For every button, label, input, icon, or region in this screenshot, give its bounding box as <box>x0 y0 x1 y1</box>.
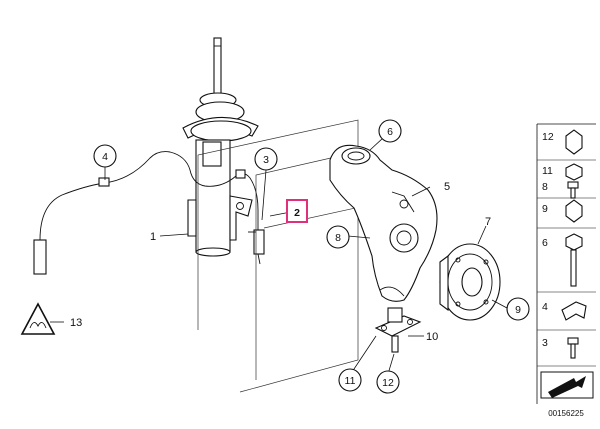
bolt-icon <box>570 187 576 199</box>
next-page-arrow[interactable] <box>540 371 594 399</box>
callout-4[interactable]: 4 <box>93 144 117 168</box>
nut-icon <box>565 163 583 181</box>
callout-4-label: 4 <box>102 151 108 163</box>
callout-1[interactable]: 1 <box>150 231 156 243</box>
callout-3-label: 3 <box>263 154 269 166</box>
sensor-cable-part[interactable] <box>33 151 265 275</box>
fastener-side-panel: 12 11 8 9 6 4 3 <box>536 123 596 404</box>
callout-9[interactable]: 9 <box>506 297 530 321</box>
side-item-6-label: 6 <box>542 237 548 249</box>
callout-2-highlighted[interactable]: 2 <box>286 199 308 223</box>
arrow-icon <box>548 376 586 398</box>
side-item-4-label: 4 <box>542 301 548 313</box>
callout-10[interactable]: 10 <box>426 331 438 343</box>
side-item-8[interactable]: 8 <box>542 181 579 199</box>
callout-11-label: 11 <box>345 375 356 387</box>
side-item-11[interactable]: 11 <box>542 163 583 181</box>
shock-absorber-part[interactable] <box>182 37 259 257</box>
callout-11[interactable]: 11 <box>338 368 362 392</box>
side-item-6[interactable]: 6 <box>542 233 583 287</box>
callout-7[interactable]: 7 <box>485 216 491 228</box>
long-bolt-icon <box>570 249 577 287</box>
ball-joint-part[interactable] <box>374 307 422 353</box>
side-item-12-label: 12 <box>542 131 554 143</box>
wheel-hub-part[interactable] <box>439 243 501 321</box>
callout-5-label: 5 <box>444 181 450 193</box>
callout-12-label: 12 <box>382 377 394 389</box>
side-item-12[interactable]: 12 <box>542 129 583 155</box>
warning-triangle-icon <box>20 302 56 335</box>
side-item-4[interactable]: 4 <box>542 301 587 321</box>
callout-13-label: 13 <box>70 317 82 329</box>
callout-8-label: 8 <box>335 232 341 244</box>
cap-nut-icon <box>565 129 583 155</box>
callout-12[interactable]: 12 <box>376 370 400 394</box>
screw-icon <box>570 343 576 359</box>
side-item-9-label: 9 <box>542 203 548 215</box>
callout-10-label: 10 <box>426 331 438 343</box>
callout-1-label: 1 <box>150 231 156 243</box>
steering-knuckle-part[interactable] <box>329 144 438 302</box>
leader-lines <box>50 137 508 375</box>
side-item-3-label: 3 <box>542 337 548 349</box>
flange-nut-icon <box>565 199 583 223</box>
callout-7-label: 7 <box>485 216 491 228</box>
callout-2-label: 2 <box>294 207 300 219</box>
side-item-3[interactable]: 3 <box>542 337 579 359</box>
side-item-11-label: 11 <box>542 165 553 177</box>
side-item-9[interactable]: 9 <box>542 199 583 223</box>
callout-9-label: 9 <box>515 304 521 316</box>
callout-5[interactable]: 5 <box>444 181 450 193</box>
clip-icon <box>561 301 587 321</box>
highlight-box <box>286 199 308 223</box>
side-item-8-label: 8 <box>542 181 548 193</box>
callout-6[interactable]: 6 <box>378 119 402 143</box>
callout-13[interactable]: 13 <box>20 302 82 335</box>
callout-3[interactable]: 3 <box>254 147 278 171</box>
callout-8[interactable]: 8 <box>326 225 350 249</box>
callout-6-label: 6 <box>387 126 393 138</box>
diagram-code: 00156225 <box>548 409 584 418</box>
